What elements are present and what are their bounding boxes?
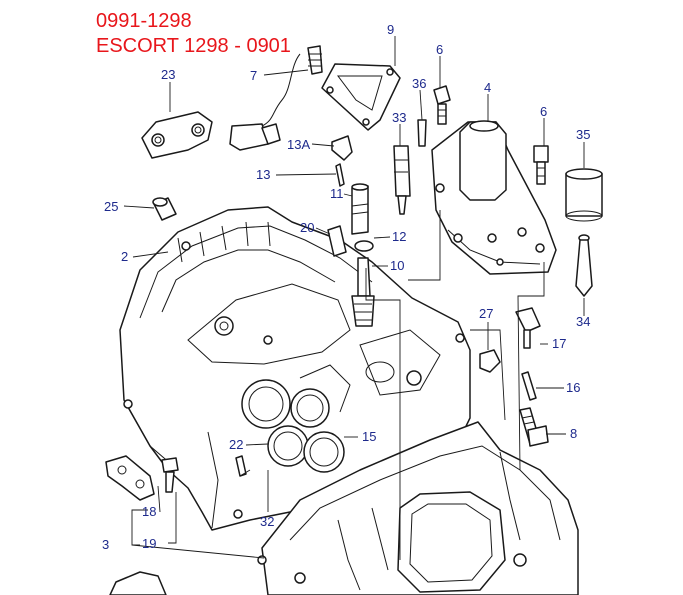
bush bbox=[152, 197, 177, 221]
callout-3: 3 bbox=[102, 537, 109, 552]
callout-23: 23 bbox=[161, 67, 175, 82]
callout-9: 9 bbox=[387, 22, 394, 37]
callout-18: 18 bbox=[142, 504, 156, 519]
callout-36: 36 bbox=[412, 76, 426, 91]
bottom-left-partial-part bbox=[109, 571, 167, 595]
blanking-cover bbox=[141, 111, 213, 159]
bolt-eight bbox=[519, 407, 549, 447]
small-bolt bbox=[417, 119, 427, 147]
model-range-title: ESCORT 1298 - 0901 bbox=[96, 35, 291, 57]
callout-16: 16 bbox=[566, 380, 580, 395]
callout-32: 32 bbox=[260, 514, 274, 529]
callout-10: 10 bbox=[390, 258, 404, 273]
actuator-part bbox=[351, 183, 369, 235]
callout-25: 25 bbox=[104, 199, 118, 214]
callout-8: 8 bbox=[570, 426, 577, 441]
callout-6-left: 6 bbox=[436, 42, 443, 57]
cover-plate bbox=[321, 63, 401, 131]
clutch-housing bbox=[257, 421, 579, 595]
sensor-with-wire bbox=[229, 45, 323, 151]
callout-labels: 23 9 7 6 36 4 6 35 33 13A 13 11 20 12 10… bbox=[102, 22, 590, 552]
callout-17: 17 bbox=[552, 336, 566, 351]
leader-lines bbox=[123, 36, 585, 560]
callout-13a: 13A bbox=[287, 137, 310, 152]
filter-cartridge bbox=[565, 168, 603, 222]
callout-19: 19 bbox=[142, 536, 156, 551]
grommet-part bbox=[479, 349, 501, 373]
pin-part bbox=[335, 163, 345, 187]
callout-13: 13 bbox=[256, 167, 270, 182]
pin-sixteen bbox=[521, 371, 537, 401]
callout-12: 12 bbox=[392, 229, 406, 244]
callout-35: 35 bbox=[576, 127, 590, 142]
callout-2: 2 bbox=[121, 249, 128, 264]
block-part bbox=[327, 225, 347, 257]
callout-20: 20 bbox=[300, 220, 314, 235]
model-code-title: 0991-1298 bbox=[96, 10, 192, 32]
callout-15: 15 bbox=[362, 429, 376, 444]
gear-shaft bbox=[351, 257, 375, 327]
selector-housing bbox=[431, 120, 557, 275]
dipstick bbox=[575, 234, 593, 297]
callout-4: 4 bbox=[484, 80, 491, 95]
callout-27: 27 bbox=[479, 306, 493, 321]
bracket-part bbox=[331, 135, 353, 161]
dowel-pin bbox=[235, 455, 247, 477]
lever-part bbox=[515, 307, 541, 349]
callout-34: 34 bbox=[576, 314, 590, 329]
transmission-housing bbox=[119, 206, 471, 531]
bolt-right bbox=[533, 145, 549, 185]
callout-22: 22 bbox=[229, 437, 243, 452]
mounting-bracket bbox=[105, 455, 155, 501]
callout-11: 11 bbox=[330, 186, 344, 201]
seal-rings bbox=[267, 425, 345, 473]
probe-part bbox=[393, 145, 411, 215]
bolt-left bbox=[433, 85, 451, 125]
callout-6-right: 6 bbox=[540, 104, 547, 119]
callout-33: 33 bbox=[392, 110, 406, 125]
callout-7: 7 bbox=[250, 68, 257, 83]
bracket-bolt bbox=[161, 457, 179, 493]
washer-part bbox=[354, 240, 374, 252]
